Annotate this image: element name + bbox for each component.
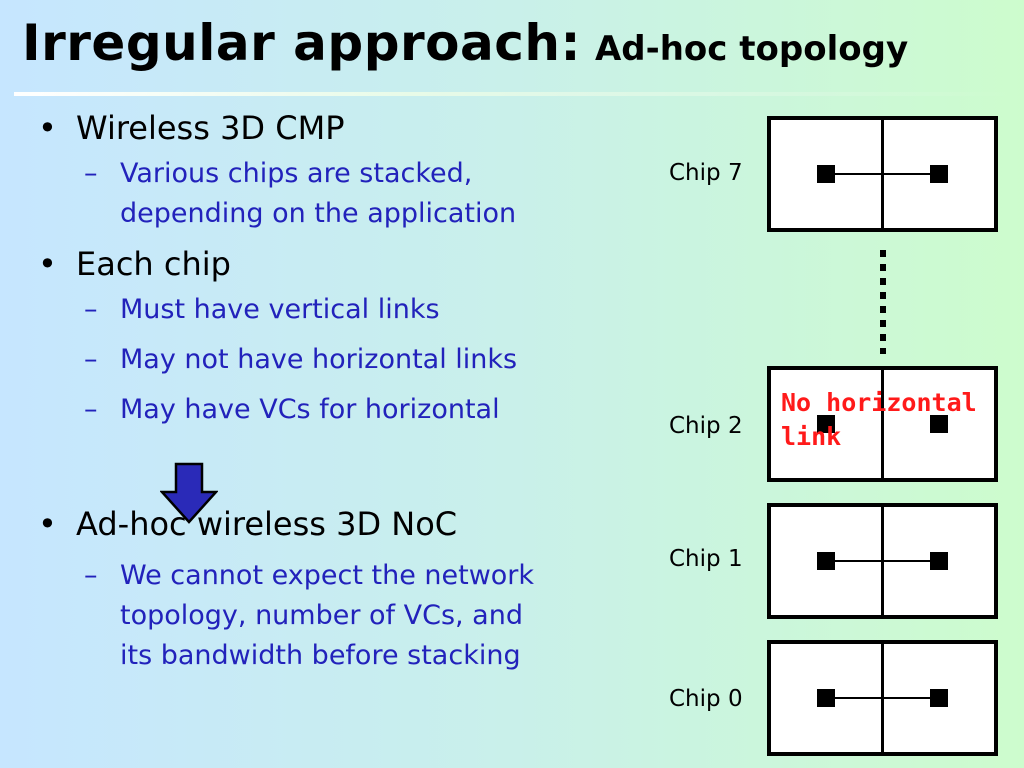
router-node [817, 415, 835, 433]
sub-bullet-dash: – [84, 158, 98, 189]
sub-bullet-text: topology, number of VCs, and [120, 600, 523, 631]
bullet-dot: • [38, 109, 57, 147]
chip-label-2: Chip 2 [669, 413, 743, 439]
chip-box [767, 503, 998, 619]
router-node [817, 165, 835, 183]
sub-bullet-item: –We cannot expect the network [36, 556, 626, 596]
sub-bullet-item: –May have VCs for horizontal [36, 390, 626, 430]
bullet-dot: • [38, 245, 57, 283]
sub-bullet-text: its bandwidth before stacking [120, 640, 521, 671]
sub-bullet-text: May have VCs for horizontal [120, 394, 500, 425]
router-node [930, 165, 948, 183]
chip-label-1: Chip 1 [669, 546, 743, 572]
chip-box [767, 116, 998, 232]
bullet-text: Wireless 3D CMP [76, 109, 345, 147]
sub-bullet-item: –Various chips are stacked, [36, 154, 626, 194]
sub-bullet-item: –May not have horizontal links [36, 340, 626, 380]
slide-title: Irregular approach: Ad-hoc topology [22, 14, 908, 72]
note-line-1: No horizontal [781, 388, 977, 417]
router-node [817, 689, 835, 707]
router-node [930, 689, 948, 707]
chip-label-7: Chip 7 [669, 160, 743, 186]
bullet-dot: • [38, 505, 57, 543]
bullet-group-3: • Ad-hoc wireless 3D NoC –We cannot expec… [36, 504, 626, 676]
no-horizontal-link-note: No horizontal link [781, 386, 1021, 454]
sub-bullet-continuation: topology, number of VCs, and [36, 596, 626, 636]
router-node [930, 415, 948, 433]
bullet-item: • Each chip [36, 244, 626, 284]
sub-bullet-dash: – [84, 294, 98, 325]
bullet-text: Each chip [76, 245, 231, 283]
sub-bullet-text: Must have vertical links [120, 294, 440, 325]
chip-group [767, 116, 998, 756]
chip-label-0: Chip 0 [669, 686, 743, 712]
bullet-list: •Wireless 3D CMP –Various chips are stac… [36, 108, 626, 676]
sub-bullet-text: depending on the application [120, 198, 517, 229]
sub-bullet-text: Various chips are stacked, [120, 158, 473, 189]
title-main: Irregular approach: [22, 14, 581, 72]
bullet-item: • Wireless 3D CMP [36, 108, 626, 148]
title-subtitle: Ad-hoc topology [594, 29, 909, 69]
sub-bullet-dash: – [84, 560, 98, 591]
note-line-2: link [781, 422, 842, 451]
router-node [930, 552, 948, 570]
sub-bullet-dash: – [84, 344, 98, 375]
router-node [817, 552, 835, 570]
chip-box [767, 366, 998, 482]
sub-bullet-text: We cannot expect the network [120, 560, 535, 591]
sub-bullet-text: May not have horizontal links [120, 344, 518, 375]
bullet-text: Ad-hoc wireless 3D NoC [76, 505, 458, 543]
bullet-group-1: • Wireless 3D CMP –Various chips are stac… [36, 108, 626, 234]
bullet-item: • Ad-hoc wireless 3D NoC [36, 504, 626, 544]
title-divider [14, 92, 1014, 96]
sub-bullet-continuation: its bandwidth before stacking [36, 636, 626, 676]
down-arrow-icon [160, 462, 218, 524]
chip-box [767, 640, 998, 756]
sub-bullet-continuation: depending on the application [36, 194, 626, 234]
sub-bullet-item: –Must have vertical links [36, 290, 626, 330]
bullet-group-2: •Each chip –Must have vertical links –Ma… [36, 244, 626, 430]
sub-bullet-dash: – [84, 394, 98, 425]
